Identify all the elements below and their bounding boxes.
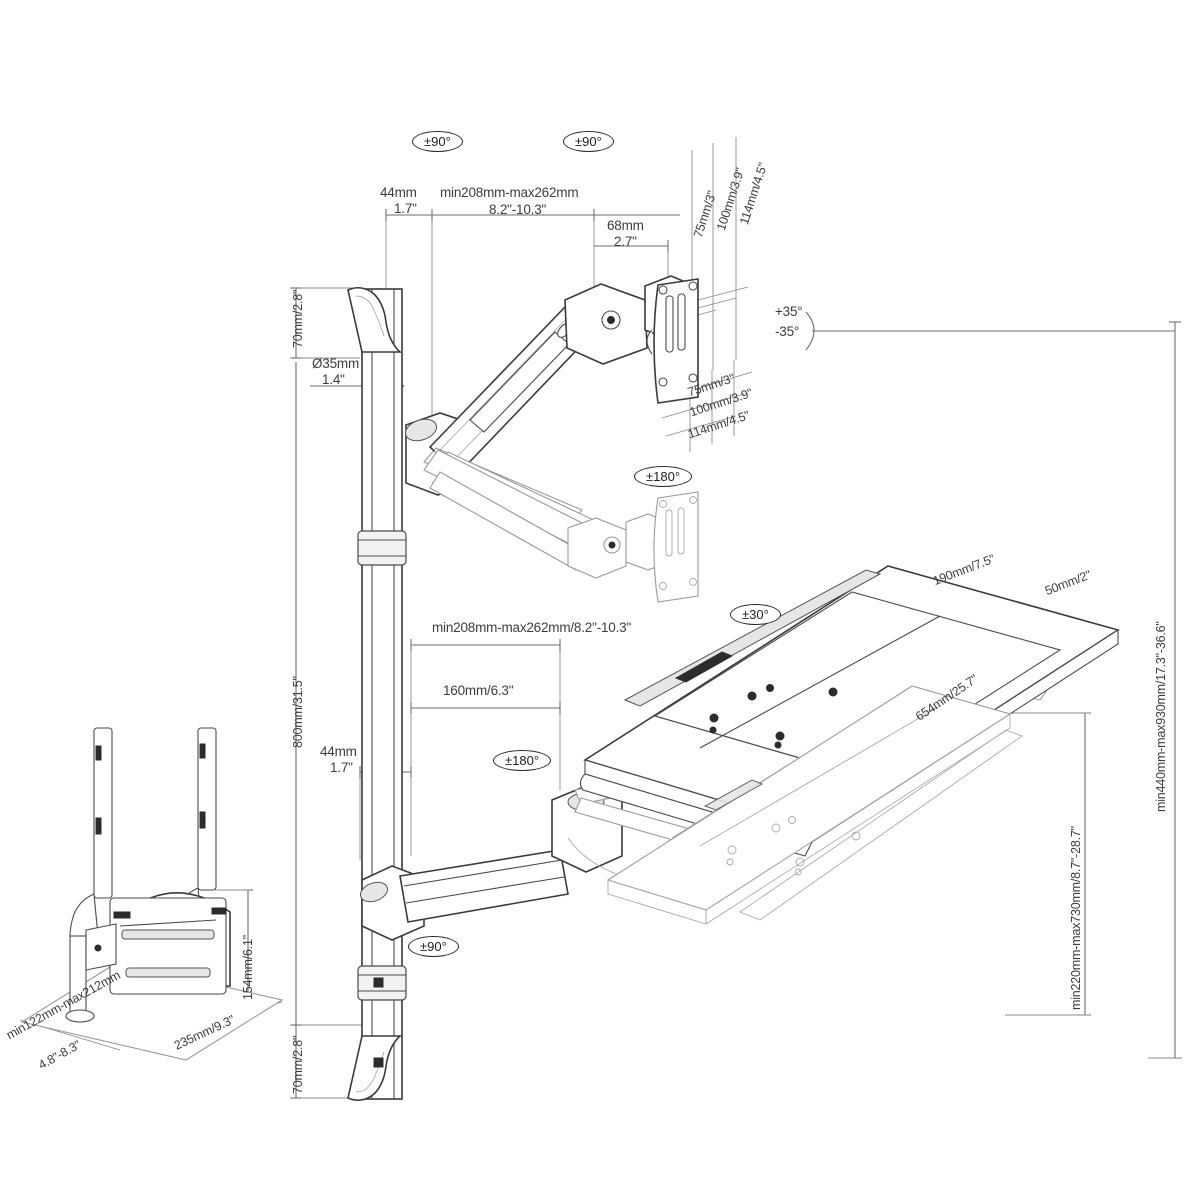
badge-kb-arm-joint: ±180°: [493, 750, 552, 771]
top-dimension-chain: [385, 209, 680, 430]
label-pole-bottom-clearance: 70mm/2.8": [291, 1035, 305, 1094]
monitor-travel-dimension: [1148, 321, 1182, 1059]
label-tilt-plus: +35°: [775, 304, 803, 319]
label-inset-plate-height: 154mm/6.1": [241, 935, 255, 1000]
label-arm-extension-mm: min208mm-max262mm: [440, 185, 579, 200]
vertical-pole: [347, 286, 407, 1102]
tilt-arc: [805, 311, 1175, 351]
label-kb-44mm-inch: 1.7": [330, 760, 353, 775]
label-kb-reach-160: 160mm/6.3": [443, 683, 514, 698]
label-pole-height: 800mm/31.5": [291, 676, 305, 748]
keyboard-tray-lowered-ghost: [606, 685, 1023, 925]
badge-tray-tilt: ±30°: [730, 604, 781, 625]
label-tilt-minus: -35°: [775, 324, 800, 339]
badge-vesa-head: ±180°: [634, 466, 693, 487]
label-monitor-travel: min440mm-max930mm/17.3"-36.6": [1154, 621, 1168, 812]
label-kb-44mm: 44mm: [320, 744, 357, 759]
inset-assembly: [20, 727, 284, 1061]
label-pole-diameter-inch: 1.4": [322, 372, 345, 387]
label-pole-diameter: Ø35mm: [312, 356, 360, 371]
badge-pole-top-left: ±90°: [412, 131, 463, 152]
monitor-arm-raised: [404, 275, 699, 541]
badge-pole-bottom: ±90°: [408, 936, 459, 957]
label-head-offset-inch: 2.7": [614, 234, 637, 249]
label-pole-top-clearance: 70mm/2.8": [291, 289, 305, 348]
label-head-offset-mm: 68mm: [607, 218, 644, 233]
label-keyboard-travel: min220mm-max730mm/8.7"-28.7": [1069, 826, 1083, 1010]
label-kb-extension: min208mm-max262mm/8.2"-10.3": [432, 620, 632, 635]
monitor-arm-lowered-ghost: [423, 449, 699, 603]
label-arm-44mm-inch: 1.7": [394, 201, 417, 216]
label-arm-extension-inch: 8.2"-10.3": [489, 202, 547, 217]
keyboard-travel-dimension: [1000, 712, 1091, 1016]
keyboard-arm-dimension-chain: [359, 639, 561, 860]
badge-arm-top-right: ±90°: [563, 131, 614, 152]
label-arm-44mm: 44mm: [380, 185, 417, 200]
